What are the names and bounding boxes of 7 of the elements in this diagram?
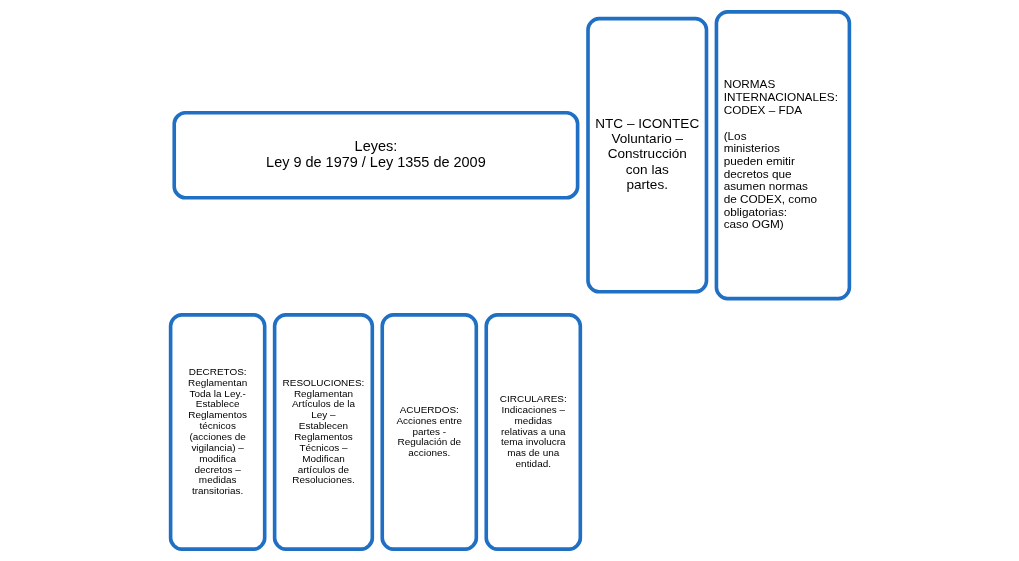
node-box: Leyes: Ley 9 de 1979 / Ley 1355 de 2009 bbox=[171, 110, 579, 200]
node-box: DECRETOS: Reglamentan Toda la Ley.- Establece Reglamentos técnicos (acciones de vigilancia) – modifica decretos – medidas transitorias. bbox=[168, 313, 266, 551]
node-box: ACUERDOS: Acciones entre partes - Regulación de acciones. bbox=[379, 313, 478, 551]
node-box: CIRCULARES: Indicaciones – medidas relativas a una tema involucra mas de una entidad. bbox=[483, 313, 582, 551]
node-box: NTC – ICONTEC Voluntario – Construcción con las partes. bbox=[585, 16, 708, 294]
node-box: NORMAS INTERNACIONALES: CODEX – FDA (Los ministerios pueden emitir decretos que asumen normas de CODEX, como obligatorias: caso OGM) bbox=[714, 10, 851, 301]
node-box: RESOLUCIONES: Reglamentan Artículos de la Ley – Establecen Reglamentos Técnicos – Modifican artículos de Resoluciones. bbox=[272, 313, 374, 551]
